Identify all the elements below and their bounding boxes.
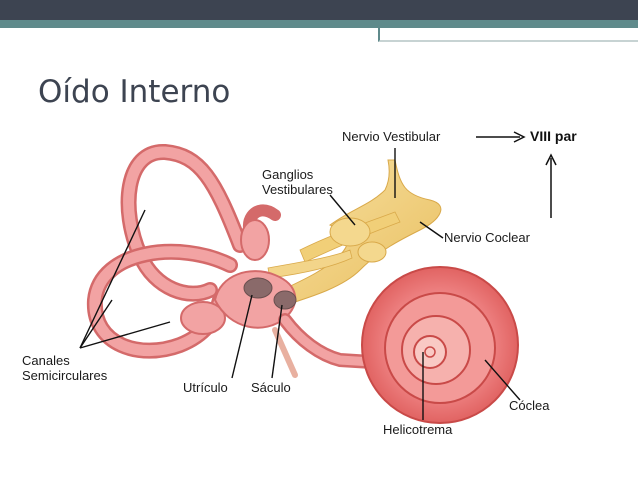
header-decoration — [378, 28, 638, 42]
leader-lines — [79, 148, 521, 420]
label-nervio-coclear: Nervio Coclear — [444, 230, 531, 245]
header-accent-bar — [0, 20, 638, 28]
label-canales: Canales — [22, 353, 70, 368]
label-vestibulares: Vestibulares — [262, 182, 333, 197]
label-helicotrema: Helicotrema — [383, 422, 453, 437]
header-bar — [0, 0, 638, 20]
cochlea — [361, 266, 519, 424]
vestibule — [213, 270, 427, 378]
arrow-right-icon — [476, 131, 526, 143]
label-utriculo: Utrículo — [183, 380, 228, 395]
label-semicirculares: Semicirculares — [22, 368, 108, 383]
label-viii-par: VIII par — [530, 128, 577, 144]
label-nervio-vestibular: Nervio Vestibular — [342, 129, 441, 144]
label-saculo: Sáculo — [251, 380, 291, 395]
slide-title: Oído Interno — [38, 74, 231, 110]
arrow-up-icon — [545, 153, 557, 218]
label-coclea: Cóclea — [509, 398, 550, 413]
label-ganglios: Ganglios — [262, 167, 314, 182]
semicircular-canals — [86, 144, 281, 359]
